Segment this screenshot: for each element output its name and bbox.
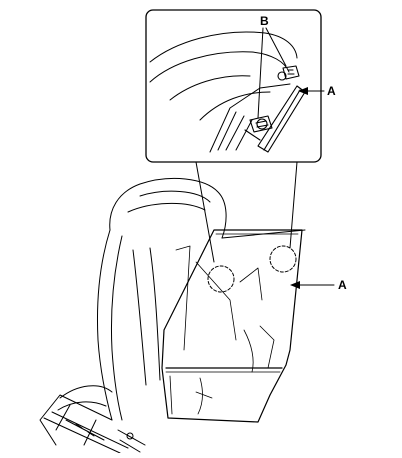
- clip-upper: [277, 65, 300, 81]
- callout-a-detail: A: [327, 84, 336, 98]
- seat-rails: [43, 411, 146, 454]
- a-main-arrowhead: [290, 281, 300, 289]
- b-leader-upper: [265, 27, 287, 67]
- clip-location-circle-right: [269, 245, 297, 273]
- callout-a-main: A: [338, 278, 347, 292]
- b-leader-lower: [257, 27, 264, 119]
- clip-location-circle-left: [207, 265, 235, 293]
- detail-pocket-panel: [257, 85, 306, 153]
- connector-left: [195, 161, 215, 263]
- a-detail-arrowhead: [298, 87, 308, 95]
- seat-back-outline: [39, 177, 306, 446]
- clip-lower: [244, 115, 273, 141]
- connector-right: [289, 161, 298, 249]
- pocket-panel: [161, 229, 303, 423]
- detail-seat-top: [149, 31, 298, 153]
- callout-b: B: [260, 14, 269, 28]
- detail-inset-frame: [145, 9, 322, 163]
